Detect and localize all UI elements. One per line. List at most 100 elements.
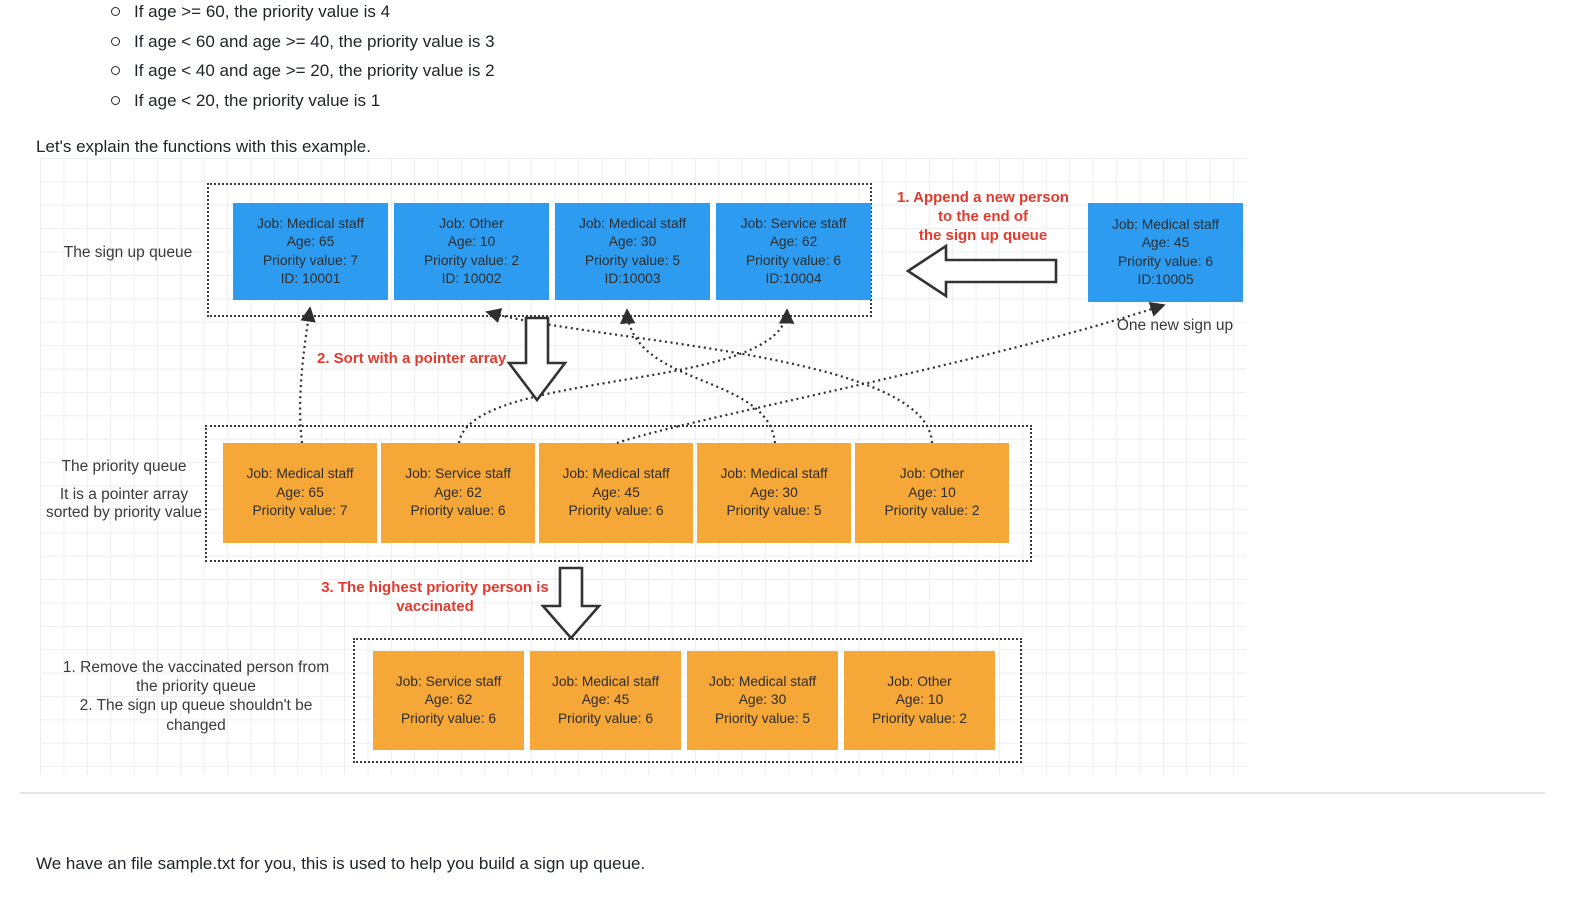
text-line: Age: 45 (1141, 235, 1190, 250)
step1-annotation: 1. Append a new person to the end of the s… (883, 188, 1083, 245)
text-line: Priority value: 6 (1117, 253, 1214, 269)
text-line: Age: 30 (608, 234, 657, 249)
pointer-curve-4 (620, 308, 777, 444)
text-line: Job: Medical staff (562, 466, 670, 482)
text-line: vaccinated (396, 598, 474, 615)
pointer-curve-2 (457, 308, 795, 444)
pointer-curve-5 (485, 308, 934, 444)
text-line: Priority value: 5 (714, 710, 811, 726)
result-queue-container (353, 638, 1022, 763)
text-line: sorted by priority value (46, 504, 202, 521)
text-line: Job: Service staff (395, 673, 502, 689)
text-line: Age: 62 (769, 234, 818, 249)
sort-down-arrow (506, 316, 568, 403)
text-line: Job: Service staff (740, 215, 847, 231)
text-line: Priority value: 2 (423, 252, 520, 268)
text-line: Age: 45 (581, 692, 630, 708)
text-line: Job: Service staff (405, 466, 511, 482)
text-line: Job: Medical staff (256, 215, 365, 231)
priority-rules-list: If age >= 60, the priority value is 4 If … (110, 2, 495, 120)
text-line: Job: Medical staff (578, 215, 687, 231)
text-line: Age: 30 (750, 484, 798, 500)
text-line: ID:10004 (765, 271, 822, 286)
text-line: Priority value: 6 (745, 252, 842, 268)
text-line: If age < 60 and age >= 40, the priority … (110, 32, 495, 51)
text-line: changed (166, 716, 226, 734)
text-line: Priority value: 6 (410, 503, 506, 519)
append-left-arrow (905, 243, 1058, 299)
step3-annotation: 3. The highest priority person is vaccina… (315, 578, 555, 616)
text-line: 1. Remove the vaccinated person from (62, 659, 330, 676)
priority-queue-container (205, 425, 1032, 562)
text-line: Priority value: 5 (726, 503, 822, 519)
lead-paragraph: Let's explain the functions with this ex… (36, 137, 371, 156)
text-line: Priority value: 6 (568, 503, 664, 519)
text-line: Age: 10 (447, 234, 496, 249)
text-line: 1. Append a new person (897, 189, 1069, 206)
text-line: Age: 65 (286, 234, 335, 249)
text-line: Age: 10 (895, 692, 944, 708)
text-line: Priority value: 6 (557, 710, 654, 726)
one-new-signup-label: One new sign up (1116, 317, 1234, 334)
result-queue-note: 1. Remove the vaccinated person from the … (40, 658, 352, 735)
text-line: Job: Medical staff (720, 466, 828, 482)
text-line: Priority value: 2 (884, 503, 980, 519)
text-line: 3. The highest priority person is (321, 579, 549, 596)
vaccinate-down-arrow (540, 566, 602, 640)
text-line: Priority value: 5 (584, 252, 681, 268)
text-line: Age: 62 (424, 692, 473, 708)
text-line: ID:10005 (1137, 272, 1194, 287)
text-line: Age: 10 (908, 484, 956, 500)
text-line: 2. The sign up queue shouldn't be (79, 697, 313, 715)
text-line: If age >= 60, the priority value is 4 (110, 2, 495, 21)
text-line: to the end of (938, 208, 1028, 225)
priority-queue-label: The priority queue It is a pointer array… (40, 458, 208, 523)
text-line: It is a pointer array (59, 485, 189, 503)
pointer-curve-1 (299, 306, 316, 444)
pointer-curve-3 (616, 302, 1166, 445)
priority-queue-title: The priority queue (61, 458, 187, 475)
text-line: If age < 40 and age >= 20, the priority … (110, 61, 495, 80)
text-line: ID: 10001 (280, 271, 341, 286)
text-line: ID: 10002 (441, 271, 502, 286)
section-divider (20, 792, 1545, 794)
text-line: Priority value: 2 (871, 710, 968, 726)
text-line: Priority value: 6 (400, 710, 497, 726)
text-line: Age: 62 (434, 484, 482, 500)
text-line: Job: Medical staff (551, 673, 660, 689)
step2-annotation: 2. Sort with a pointer array (317, 350, 507, 367)
text-line: Job: Medical staff (246, 466, 354, 482)
text-line: the priority queue (136, 678, 256, 696)
signup-queue-container (207, 183, 872, 317)
text-line: Priority value: 7 (252, 503, 348, 519)
text-line: the sign up queue (918, 227, 1048, 244)
text-line: Job: Other (899, 466, 965, 482)
text-line: Job: Other (439, 215, 504, 231)
text-line: Age: 65 (276, 484, 324, 500)
outro-paragraph: We have an file sample.txt for you, this… (36, 854, 646, 873)
text-line: Job: Medical staff (708, 673, 817, 689)
connector-overlay (299, 243, 1166, 640)
text-line: Priority value: 7 (262, 252, 359, 268)
text-line: Job: Medical staff (1111, 216, 1220, 232)
text-line: If age < 20, the priority value is 1 (110, 91, 495, 110)
text-line: Job: Other (887, 673, 952, 689)
text-line: Age: 30 (738, 692, 787, 708)
text-line: Age: 45 (592, 484, 640, 500)
